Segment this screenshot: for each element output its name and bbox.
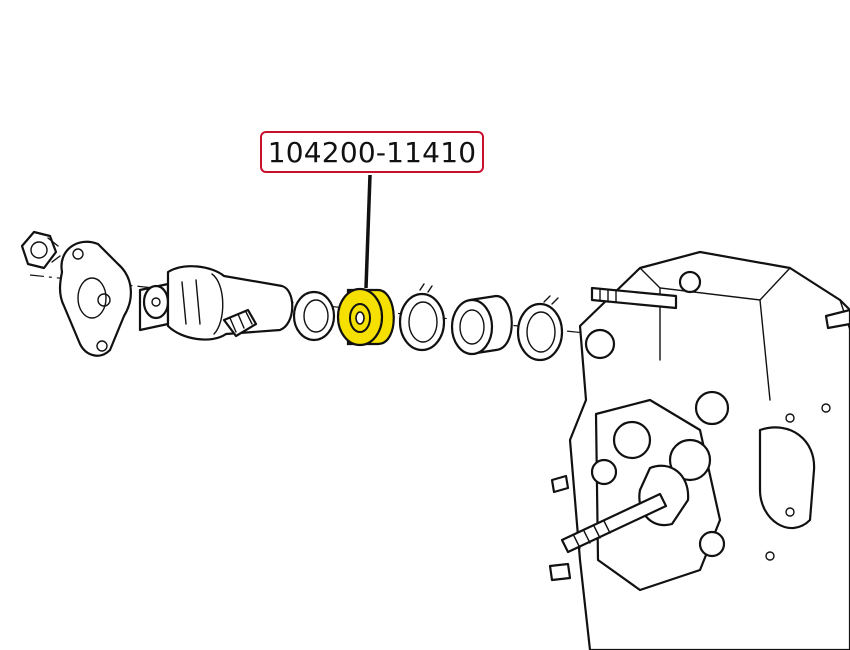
pump-housing	[568, 250, 850, 650]
pin-small	[548, 308, 850, 582]
circlip	[516, 295, 564, 362]
part-number-callout: 104200-11410	[260, 131, 484, 173]
flange-plate	[58, 240, 132, 357]
callout-leader-line	[364, 174, 372, 289]
stud-bolt-upper	[590, 286, 678, 310]
washer-1	[292, 290, 336, 342]
solenoid-body	[138, 265, 294, 341]
snap-ring	[398, 283, 446, 352]
part-number-label: 104200-11410	[267, 135, 477, 169]
stud-bolt-lower	[560, 492, 668, 554]
hex-nut	[20, 230, 61, 270]
bushing	[450, 294, 513, 356]
seal-ring-highlighted	[336, 287, 395, 347]
